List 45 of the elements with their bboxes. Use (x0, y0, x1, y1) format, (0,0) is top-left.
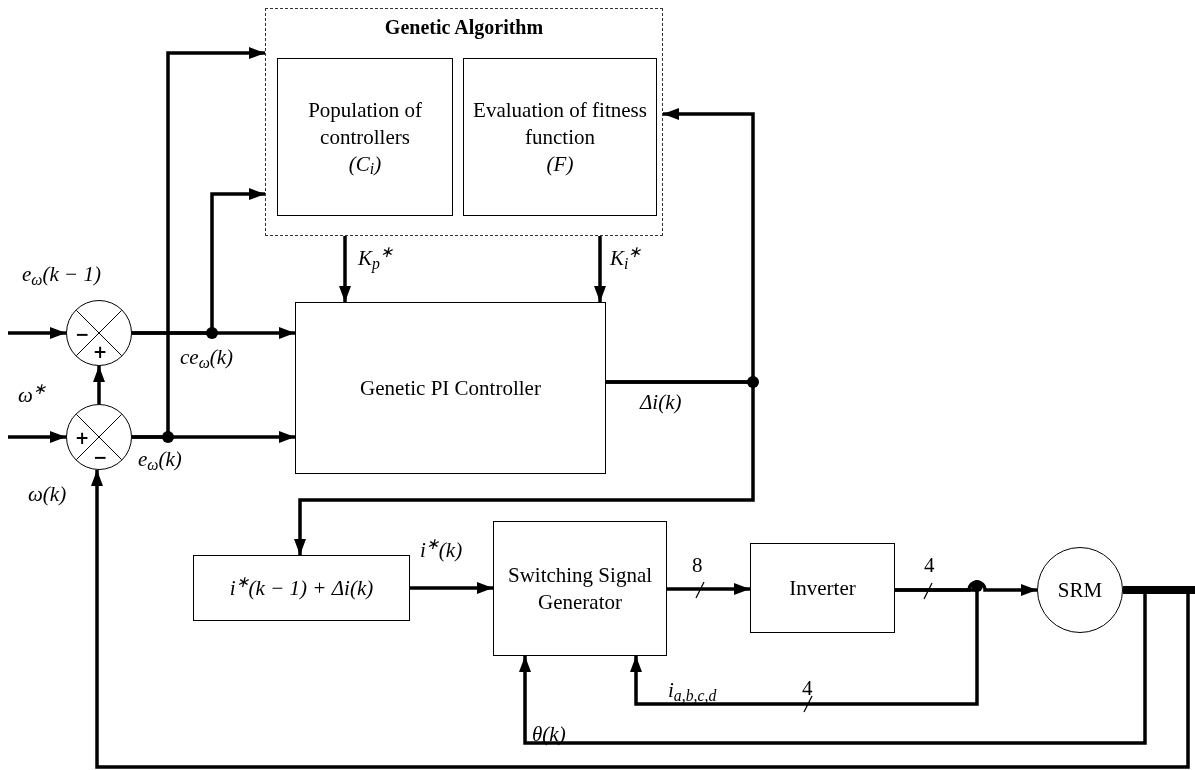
block-text: Switching Signal Generator (506, 561, 654, 616)
signal-arrow (132, 188, 265, 335)
sign: + (74, 429, 90, 447)
signal-arrow (294, 380, 755, 555)
block-box (295, 302, 606, 474)
block-box (493, 521, 667, 656)
edge-label: i$_{a,b,c,d}$ (668, 678, 717, 702)
bus-width-label: 4 (802, 676, 813, 700)
block-text: (F) (546, 150, 574, 178)
edge-label: i$^{∗}$(k) (420, 538, 463, 562)
signal-arrow (91, 470, 1190, 769)
edge-label: θ(k) (532, 722, 566, 746)
block-box (277, 58, 453, 216)
sign: + (92, 343, 108, 361)
edge-label: ω$^{∗}$ (18, 383, 46, 407)
block-text: (C$_{i}$) (348, 150, 382, 178)
edge-label: Δi(k) (640, 390, 682, 414)
signal-arrow (8, 327, 66, 339)
block-text: Population of controllers (307, 96, 423, 151)
signal-arrow (93, 366, 105, 404)
block-text: Inverter (789, 574, 856, 602)
block-box (193, 555, 410, 621)
signal-arrow (8, 431, 66, 443)
signal-arrow (667, 583, 750, 595)
signal-arrow (594, 236, 606, 302)
dashed-group-box (265, 8, 663, 236)
edge-label: ω(k) (28, 482, 67, 506)
signal-arrow (630, 588, 979, 706)
edge-label: 4 (924, 553, 935, 577)
block-box (463, 58, 657, 216)
signal-arrow (132, 47, 265, 439)
block-text: Genetic PI Controller (360, 374, 541, 402)
edge-label: 8 (692, 553, 703, 577)
group-title: Genetic Algorithm (383, 15, 545, 39)
sign: − (74, 325, 90, 343)
block-text: SRM (1057, 576, 1103, 604)
signal-arrow (339, 236, 351, 302)
edge-label: ce$_{ω}$(k) (180, 345, 234, 369)
edge-label: e$_{ω}$(k − 1) (22, 262, 101, 286)
edge-label: e$_{ω}$(k) (138, 447, 182, 471)
sign: − (92, 448, 108, 466)
block-text: i$^{∗}$(k − 1) + Δi(k) (229, 574, 374, 602)
block-box (750, 543, 895, 633)
signal-arrow (410, 582, 493, 594)
block-text: Evaluation of fitness function (472, 96, 648, 151)
